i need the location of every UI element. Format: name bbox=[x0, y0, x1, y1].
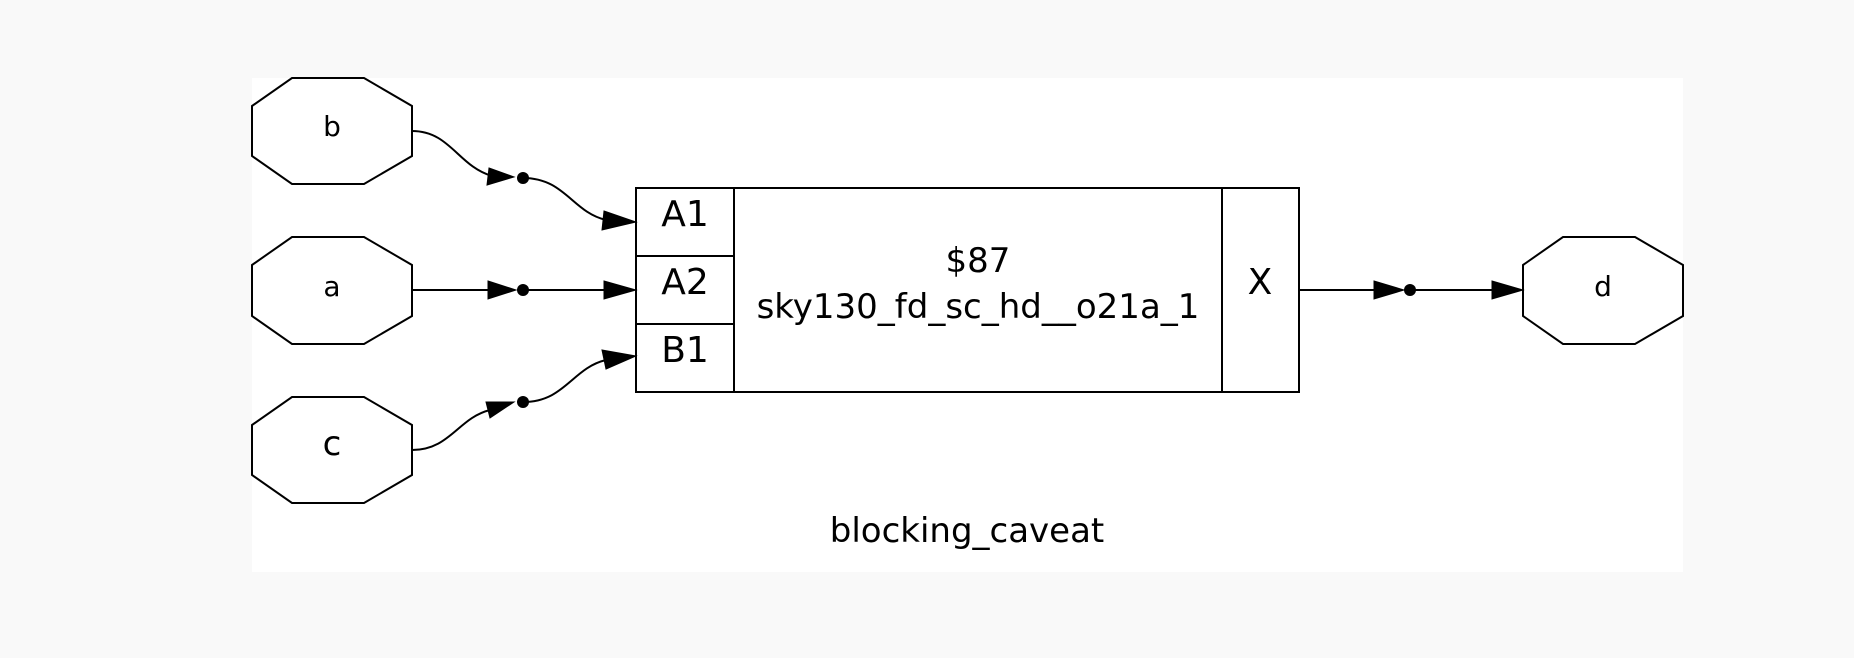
pin-label-a2: A2 bbox=[661, 262, 709, 303]
wire-segment bbox=[411, 130, 493, 177]
graph-canvas bbox=[252, 78, 1683, 572]
cell-id: $87 bbox=[946, 241, 1011, 281]
wire-b-to-a1 bbox=[411, 130, 638, 231]
input-port-b[interactable]: b bbox=[251, 77, 413, 185]
graph-title: blocking_caveat bbox=[830, 511, 1105, 551]
port-octagon bbox=[251, 77, 413, 185]
output-port-d[interactable]: d bbox=[1522, 236, 1684, 345]
pin-label-x: X bbox=[1248, 262, 1273, 303]
wire-segment bbox=[522, 359, 607, 403]
arrowhead bbox=[601, 210, 638, 231]
arrowhead bbox=[487, 280, 518, 300]
wire-segment bbox=[522, 177, 607, 221]
port-octagon bbox=[251, 236, 413, 345]
port-label-b: b bbox=[323, 110, 341, 143]
wire-segment bbox=[411, 409, 491, 451]
arrowhead bbox=[603, 280, 638, 300]
port-label-d: d bbox=[1594, 270, 1612, 303]
port-label-a: a bbox=[323, 270, 340, 303]
pin-label-a1: A1 bbox=[661, 194, 709, 235]
input-port-c[interactable]: c bbox=[251, 396, 413, 504]
arrowhead bbox=[1373, 280, 1406, 300]
wire-x-to-d bbox=[1299, 280, 1525, 300]
input-port-a[interactable]: a bbox=[251, 236, 413, 345]
port-octagon bbox=[251, 396, 413, 504]
wire-c-to-b1 bbox=[411, 349, 638, 451]
pin-label-b1: B1 bbox=[661, 330, 709, 371]
port-label-c: c bbox=[323, 424, 342, 464]
arrowhead bbox=[485, 401, 516, 419]
arrowhead bbox=[486, 167, 516, 186]
port-octagon bbox=[1522, 236, 1684, 345]
cell-type: sky130_fd_sc_hd__o21a_1 bbox=[757, 287, 1200, 327]
wire-a-to-a2 bbox=[412, 280, 638, 300]
arrowhead bbox=[1491, 280, 1525, 300]
arrowhead bbox=[601, 349, 638, 370]
